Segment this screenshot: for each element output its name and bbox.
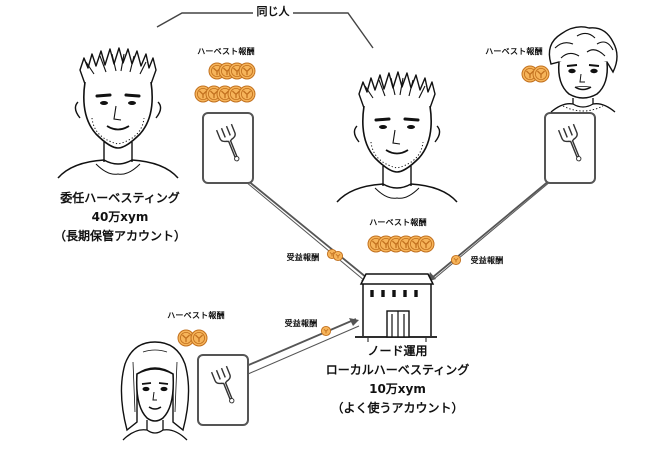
beneficiary-reward-label-bottom: 受益報酬 xyxy=(284,319,318,328)
fork-card-bottom xyxy=(197,354,249,426)
symbol-coin-icon xyxy=(450,254,462,266)
fork-card-right xyxy=(544,112,596,184)
delegated-amount: 40万xym xyxy=(91,210,149,224)
harvest-reward-label-bottom: ハーベスト報酬 xyxy=(167,311,225,320)
link-lines xyxy=(239,175,558,375)
coin-group-right xyxy=(521,65,550,83)
node-subtitle: ローカルハーベスティング xyxy=(325,363,470,377)
symbol-coin-icon xyxy=(190,329,208,347)
person-icon xyxy=(56,46,180,180)
symbol-coin-icon xyxy=(532,65,550,83)
coin-group-delegated xyxy=(194,62,256,103)
fork-card-delegated xyxy=(202,112,254,184)
same-person-label: 同じ人 xyxy=(256,5,290,18)
harvest-reward-label-right: ハーベスト報酬 xyxy=(485,47,543,56)
node-operation-block: ノード運用 ローカルハーベスティング 10万xym （よく使うアカウント） xyxy=(305,342,490,418)
coin-group-middle xyxy=(367,235,435,253)
node-note: （よく使うアカウント） xyxy=(331,401,464,415)
harvest-reward-label-delegated: ハーベスト報酬 xyxy=(197,47,255,56)
person-icon xyxy=(335,70,459,204)
symbol-coin-icon xyxy=(320,325,332,337)
person-icon xyxy=(548,26,618,113)
same-person-bracket xyxy=(156,12,374,49)
coin-group-bottom xyxy=(177,329,208,347)
person-icon xyxy=(120,341,190,441)
symbol-coin-icon xyxy=(417,235,435,253)
beneficiary-reward-label-right: 受益報酬 xyxy=(470,256,504,265)
beneficiary-reward-label-left: 受益報酬 xyxy=(286,253,320,262)
node-amount: 10万xym xyxy=(369,382,426,396)
node-title: ノード運用 xyxy=(367,344,428,358)
delegated-note: （長期保管アカウント） xyxy=(53,229,186,243)
delegated-harvesting-block: 委任ハーベスティング 40万xym （長期保管アカウント） xyxy=(40,189,200,246)
harvest-reward-label-middle: ハーベスト報酬 xyxy=(369,218,427,227)
symbol-coin-icon xyxy=(238,62,256,80)
symbol-coin-icon xyxy=(238,85,256,103)
delegated-title: 委任ハーベスティング xyxy=(60,191,180,205)
node-building-icon xyxy=(355,273,437,342)
symbol-coin-icon xyxy=(332,250,344,262)
